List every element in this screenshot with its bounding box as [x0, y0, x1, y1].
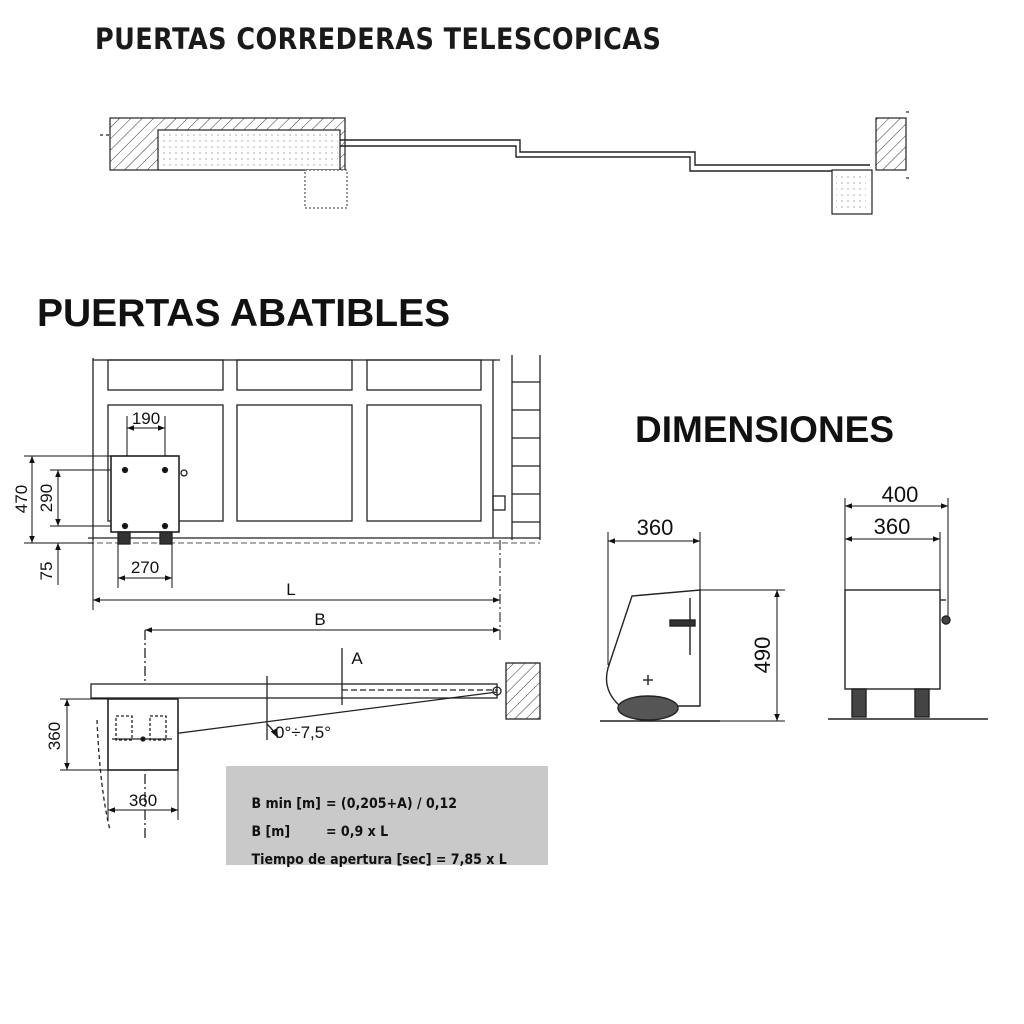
- dim-360-horizontal-label: 360: [129, 791, 157, 810]
- formula-label: Tiempo de apertura [sec] = 7,85 x L: [251, 852, 507, 868]
- formula-row: Tiempo de apertura [sec] = 7,85 x L: [234, 836, 507, 884]
- dim-L-label: L: [286, 580, 295, 599]
- dim-front-width-outer-label: 400: [882, 482, 919, 507]
- formula-value: = (0,205+A) / 0,12: [326, 796, 458, 812]
- formula-row: B [m] = 0,9 x L: [234, 808, 389, 856]
- dim-270-label: 270: [131, 558, 159, 577]
- formula-row: B min [m] = (0,205+A) / 0,12: [234, 780, 458, 828]
- dim-75-label: 75: [37, 562, 56, 581]
- dim-side-width-label: 360: [637, 515, 674, 540]
- operator-side-view: [600, 589, 720, 722]
- dim-360-vertical-label: 360: [45, 722, 64, 750]
- formula-box: B min [m] = (0,205+A) / 0,12 B [m] = 0,9 x…: [226, 766, 548, 868]
- formula-label: B [m]: [251, 824, 291, 840]
- formula-value: = 0,9 x L: [326, 824, 389, 840]
- title-swing-gates: PUERTAS ABATIBLES: [37, 292, 451, 335]
- title-telescopic-sliding-gates: PUERTAS CORREDERAS TELESCOPICAS: [95, 22, 662, 56]
- dim-190-label: 190: [132, 409, 160, 428]
- swing-gate-elevation: [88, 355, 541, 545]
- dim-470-label: 470: [12, 485, 31, 513]
- dim-front-width-inner-label: 360: [874, 514, 911, 539]
- dim-290-label: 290: [37, 484, 56, 512]
- swing-gate-plan: [90, 630, 541, 840]
- dim-B-label: B: [314, 610, 325, 629]
- formula-label: B min [m]: [251, 796, 321, 812]
- operator-front-view: [828, 589, 988, 720]
- title-dimensions: DIMENSIONES: [635, 409, 895, 450]
- angle-label: 0°÷7,5°: [275, 723, 331, 742]
- telescopic-plan-drawing: [100, 111, 912, 215]
- dim-height-label: 490: [750, 637, 775, 674]
- dim-A-label: A: [351, 649, 363, 668]
